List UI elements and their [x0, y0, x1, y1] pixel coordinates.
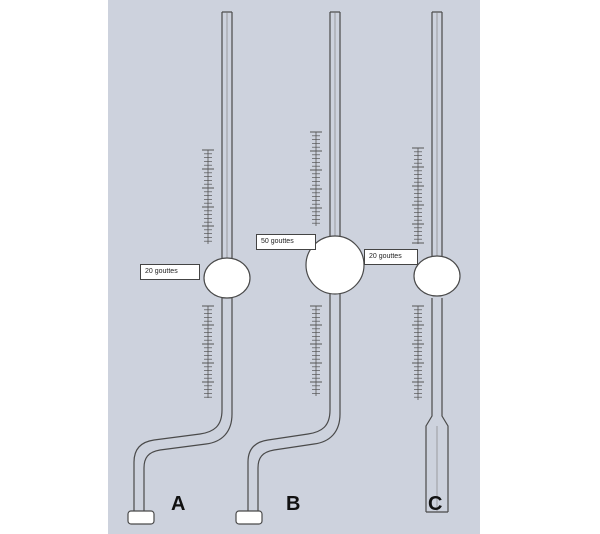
scale-a-lower	[202, 305, 214, 398]
scale-a-upper	[202, 149, 214, 244]
tip-b	[235, 510, 263, 525]
bulb-c	[413, 255, 461, 297]
label-b: 50 gouttes	[256, 234, 316, 250]
label-c: 20 gouttes	[364, 249, 418, 265]
bulb-b	[305, 235, 365, 295]
pipette-b	[235, 11, 365, 525]
scale-c-lower	[412, 305, 424, 400]
letter-a: A	[171, 493, 186, 515]
bulb-a	[203, 257, 251, 299]
letter-c: C	[428, 493, 443, 515]
scale-c-upper	[412, 147, 424, 244]
pipette-a	[127, 11, 251, 525]
label-a: 20 gouttes	[140, 264, 200, 280]
scale-b-lower	[310, 305, 322, 396]
pipette-c	[412, 11, 461, 513]
scale-b-upper	[310, 131, 322, 226]
tip-a	[127, 510, 155, 525]
letter-b: B	[286, 493, 301, 515]
